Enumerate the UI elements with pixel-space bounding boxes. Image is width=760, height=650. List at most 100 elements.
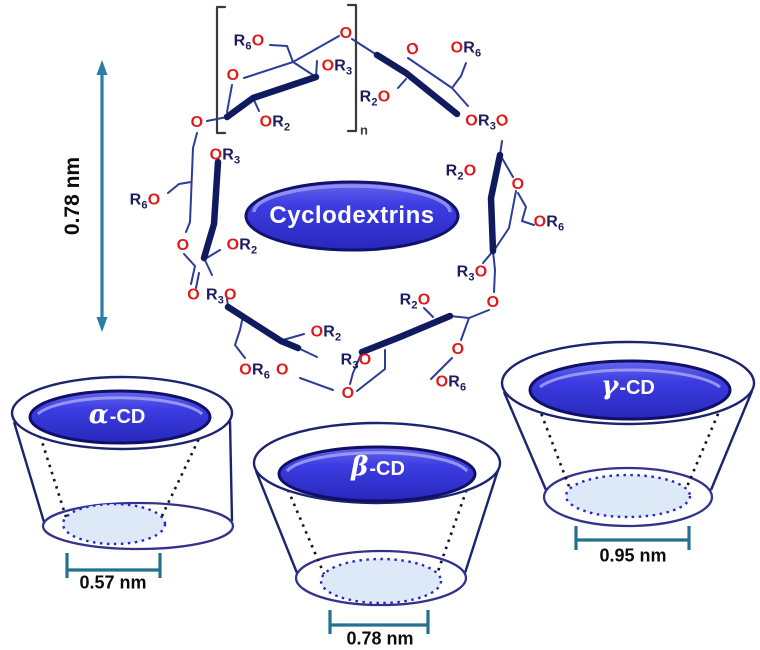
cd-suffix: -CD: [369, 458, 405, 480]
o-token: O: [486, 294, 500, 311]
ring-label-r2o: R2O: [399, 291, 431, 312]
o-token: O: [176, 237, 190, 254]
r-token: R: [399, 291, 412, 309]
center-oval: [244, 180, 460, 252]
o-token: O: [321, 57, 335, 75]
r-token: R: [463, 39, 476, 57]
cd-suffix: -CD: [109, 406, 146, 428]
bond-thick: [200, 158, 222, 262]
cone-beta: [252, 421, 502, 634]
ring-label-o: O: [227, 68, 240, 84]
ring-label-or3: OR3: [321, 57, 353, 78]
o-token: O: [147, 191, 161, 209]
bond-thin: [482, 140, 535, 293]
glucose-unit-6: [167, 132, 222, 285]
o-token: O: [259, 113, 273, 131]
r-token: R: [272, 113, 285, 131]
sub-token: 6: [141, 199, 148, 212]
glucose-unit-3: [482, 140, 535, 293]
ring-label-o: O: [342, 386, 355, 402]
bond-thick: [224, 303, 302, 352]
ring-label-r2o: R2O: [445, 162, 477, 183]
o-token: O: [224, 286, 237, 304]
repeat-bracket: [215, 3, 358, 135]
ring-label-or3: OR3: [209, 146, 241, 167]
r-token: R: [340, 351, 353, 369]
r-token: R: [239, 236, 252, 254]
o-token: O: [417, 291, 431, 309]
ring-label-or6: OR6: [436, 374, 467, 394]
bond-thick: [358, 312, 454, 356]
o-token: O: [226, 236, 240, 254]
glucose-unit-2: [351, 38, 469, 118]
sub-token: 2: [457, 170, 464, 183]
glucose-unit-5: [195, 272, 334, 391]
bond-thin: [167, 132, 221, 285]
cone-top-face: [277, 445, 477, 503]
oval-shape: [244, 180, 460, 252]
r-token: R: [205, 286, 218, 304]
ring-label-r2o: R2O: [360, 88, 391, 109]
r-token: R: [222, 146, 235, 164]
o-token: O: [474, 263, 488, 281]
r-token: R: [445, 162, 458, 180]
cone-cavity-opening: [319, 557, 443, 605]
r-token: R: [251, 361, 264, 379]
o-token: O: [209, 146, 223, 164]
r-token: R: [477, 112, 490, 130]
ring-label-or3o: OR3O: [465, 111, 511, 133]
cone-wall-lines: [12, 420, 234, 523]
cone-top-highlight: [539, 368, 721, 389]
r-token: R: [233, 32, 246, 50]
ring-label-o: O: [191, 115, 204, 131]
bond-thin: [195, 272, 334, 391]
o-token: O: [187, 286, 200, 304]
sub-token: 6: [263, 369, 271, 382]
sub-token: 6: [460, 381, 467, 394]
ring-label-o: O: [177, 238, 190, 254]
glucose-unit-4: [349, 307, 490, 392]
width-measure-gamma: [574, 526, 691, 550]
cone-wall-lines: [254, 469, 500, 574]
cone-label-alpha: α-CD: [89, 402, 146, 428]
cone-label-gamma: γ-CD: [601, 373, 655, 399]
o-token: O: [226, 67, 240, 84]
cone-gamma: [500, 340, 756, 550]
sub-token: 3: [489, 120, 497, 133]
bond-thin: [351, 38, 469, 107]
greek-letter: α: [88, 400, 109, 430]
cone-alpha: [10, 375, 235, 578]
sub-token: 2: [371, 96, 378, 109]
cone-label-beta: β-CD: [351, 454, 405, 480]
bracket-n-subscript: n: [360, 122, 368, 138]
cone-wall-lines: [502, 390, 754, 491]
r-token: R: [323, 323, 336, 341]
sub-token: 2: [411, 299, 418, 312]
o-token: O: [310, 323, 324, 341]
ring-label-r6o: R6O: [130, 191, 161, 212]
bond-thin: [206, 35, 340, 122]
sub-token: 3: [352, 359, 359, 372]
o-token: O: [465, 112, 478, 130]
o-token: O: [377, 88, 391, 106]
ring-label-or2: OR2: [259, 113, 291, 134]
sub-token: 3: [217, 294, 225, 307]
width-measure-alpha: [65, 553, 162, 578]
o-token: O: [404, 39, 422, 60]
glucose-unit-1: [206, 35, 340, 122]
sub-token: 6: [475, 47, 482, 60]
bond-thick: [373, 51, 461, 118]
cone-top-face: [528, 359, 732, 421]
arrow-head-down-icon: [96, 317, 108, 332]
width-label-gamma: 0.95 nm: [599, 545, 667, 566]
height-arrow-label: 0.78 nm: [61, 156, 84, 236]
o-token: O: [450, 39, 464, 57]
oval-highlight: [252, 184, 452, 213]
macrocycle: [167, 3, 535, 392]
sub-token: 2: [284, 121, 291, 134]
o-token: O: [276, 361, 289, 379]
cone-top-highlight: [285, 451, 469, 473]
sub-token: 3: [468, 271, 475, 284]
